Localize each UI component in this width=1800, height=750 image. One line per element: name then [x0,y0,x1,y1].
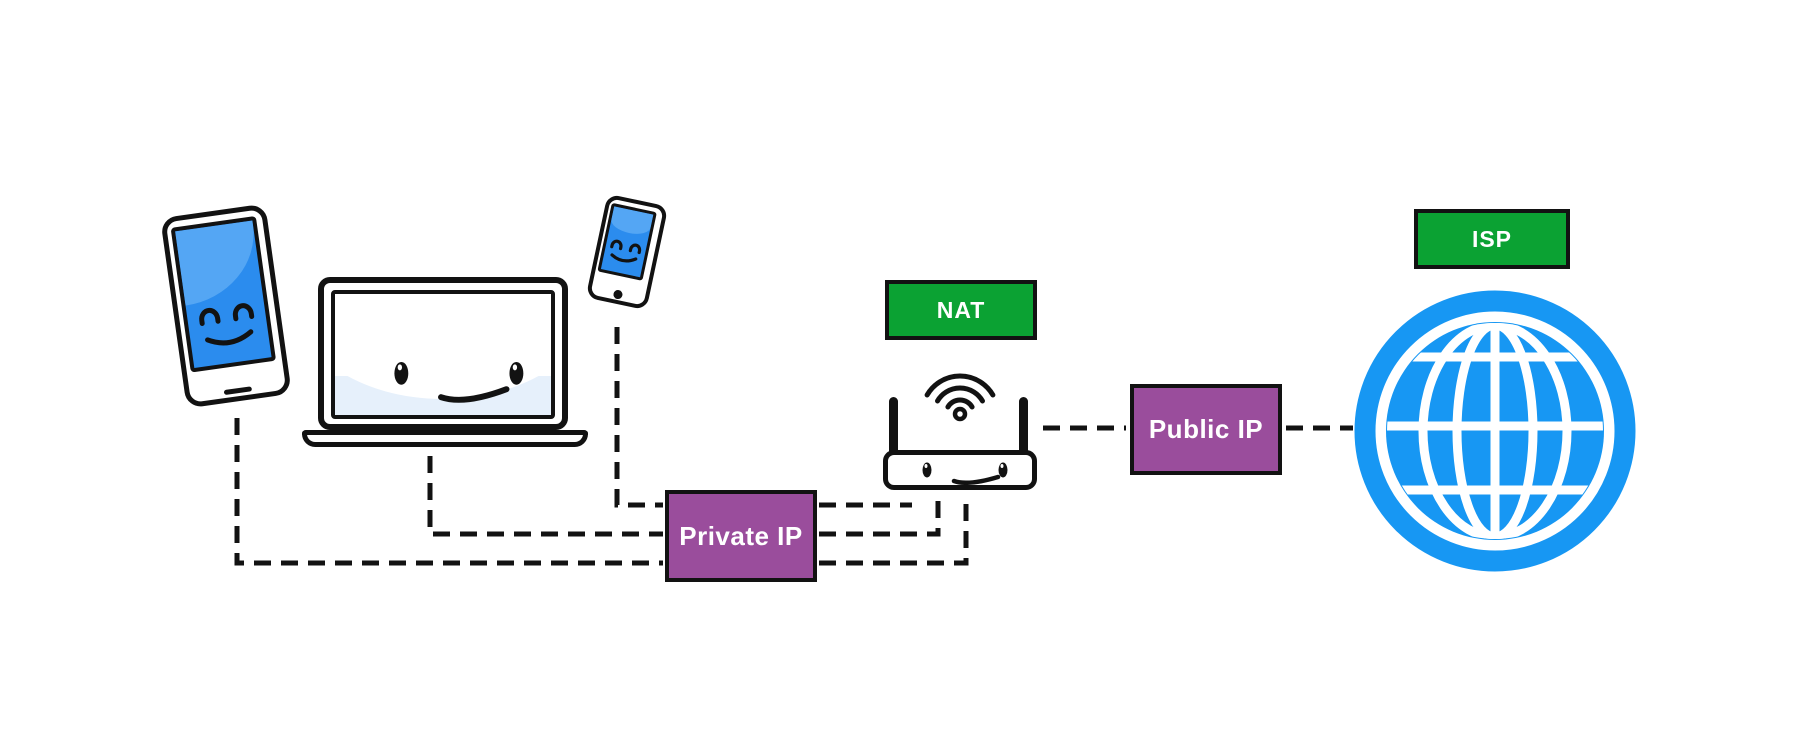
public-ip-label: Public IP [1130,384,1282,475]
smartphone-screen [597,202,657,281]
tablet-face [199,303,255,346]
isp-label: ISP [1414,209,1570,269]
public-ip-label-text: Public IP [1148,414,1264,444]
internet-globe-icon [1354,290,1636,572]
router-face [922,462,1008,485]
laptop-face [394,361,524,403]
smartphone-face [610,239,642,263]
laptop-screen [331,290,555,419]
tablet-icon [160,203,292,409]
router-antenna-left [889,397,898,453]
router-antenna-right [1019,397,1028,453]
private-ip-label: Private IP [665,490,817,582]
connector-private-ip-to-router-bottom [819,501,969,566]
router-icon [883,450,1037,490]
smartphone-icon [585,193,669,311]
connector-tablet-to-private-ip [234,418,663,566]
connector-phone-to-private-ip [614,327,663,508]
tablet-screen [170,215,277,373]
nat-label: NAT [885,280,1037,340]
connector-laptop-to-private-ip [427,456,663,537]
isp-label-text: ISP [1471,225,1513,252]
connector-private-ip-to-router-mid [819,501,941,537]
laptop-icon [318,277,568,430]
private-ip-label-text: Private IP [679,520,803,551]
laptop-base [302,430,588,447]
nat-label-text: NAT [936,296,986,323]
wifi-icon [924,373,996,422]
